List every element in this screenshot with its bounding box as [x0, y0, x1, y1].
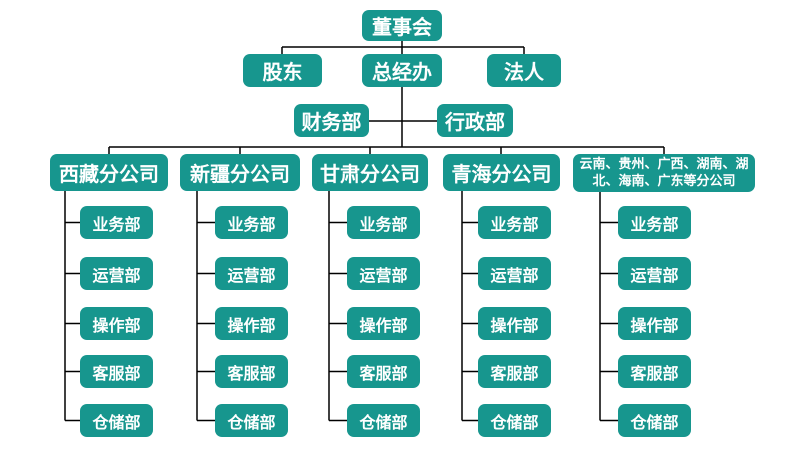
- node-dept-operations: 运营部: [618, 257, 691, 290]
- node-dept-handling: 操作部: [215, 307, 288, 340]
- node-shareholders: 股东: [243, 54, 322, 87]
- node-dept-handling: 操作部: [80, 307, 153, 340]
- node-branch-gansu: 甘肃分公司: [312, 154, 428, 191]
- node-dept-business: 业务部: [347, 206, 420, 239]
- node-dept-business: 业务部: [618, 206, 691, 239]
- node-general-manager-office: 总经办: [362, 54, 442, 87]
- node-dept-warehouse: 仓储部: [478, 404, 551, 437]
- connector-branch2-depts: [196, 191, 215, 422]
- node-branch-other-provinces: 云南、贵州、广西、湖南、湖北、海南、广东等分公司: [573, 154, 755, 192]
- node-dept-customer-service: 客服部: [215, 355, 288, 388]
- node-dept-business: 业务部: [478, 206, 551, 239]
- connector-branch3-depts: [328, 191, 347, 422]
- node-dept-customer-service: 客服部: [618, 355, 691, 388]
- node-dept-handling: 操作部: [478, 307, 551, 340]
- node-dept-operations: 运营部: [80, 257, 153, 290]
- node-board-of-directors: 董事会: [362, 10, 442, 41]
- connector-branch-rail: [108, 146, 665, 154]
- node-admin-dept: 行政部: [437, 104, 513, 137]
- node-dept-operations: 运营部: [215, 257, 288, 290]
- node-branch-xinjiang: 新疆分公司: [180, 154, 300, 191]
- node-dept-customer-service: 客服部: [80, 355, 153, 388]
- node-dept-business: 业务部: [80, 206, 153, 239]
- connector-branch1-depts: [64, 191, 80, 422]
- node-dept-operations: 运营部: [478, 257, 551, 290]
- node-dept-warehouse: 仓储部: [215, 404, 288, 437]
- node-dept-customer-service: 客服部: [478, 355, 551, 388]
- node-dept-warehouse: 仓储部: [347, 404, 420, 437]
- node-dept-operations: 运营部: [347, 257, 420, 290]
- node-dept-handling: 操作部: [618, 307, 691, 340]
- node-branch-qinghai: 青海分公司: [443, 154, 560, 191]
- node-branch-tibet: 西藏分公司: [50, 154, 168, 191]
- connector-branch4-depts: [461, 191, 478, 422]
- node-dept-warehouse: 仓储部: [80, 404, 153, 437]
- node-dept-handling: 操作部: [347, 307, 420, 340]
- node-dept-business: 业务部: [215, 206, 288, 239]
- node-dept-customer-service: 客服部: [347, 355, 420, 388]
- node-dept-warehouse: 仓储部: [618, 404, 691, 437]
- node-legal-person: 法人: [487, 54, 561, 87]
- connector-branch5-depts: [599, 191, 618, 422]
- connector-root-to-level2: [281, 41, 525, 54]
- node-finance-dept: 财务部: [294, 104, 369, 137]
